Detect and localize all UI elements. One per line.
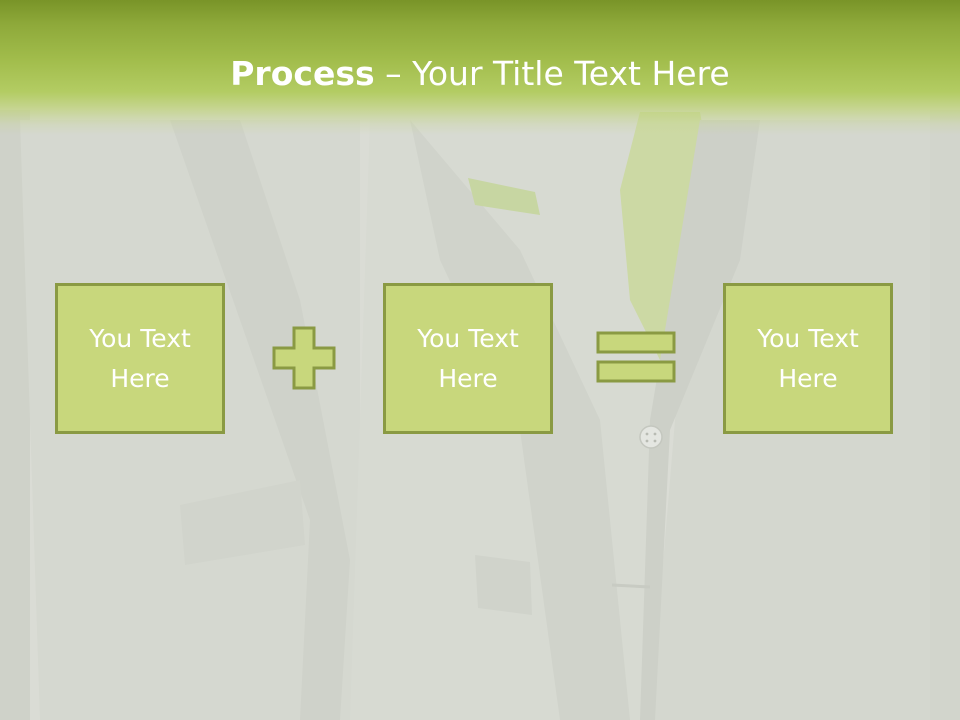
text-box-1-label: You Text Here [89,323,191,393]
title-bar: Process – Your Title Text Here [0,0,960,135]
title-rest: – Your Title Text Here [374,54,730,93]
equals-icon [596,331,676,383]
text-box-2[interactable]: You Text Here [383,283,553,434]
text-box-2-label: You Text Here [417,323,519,393]
text-box-3[interactable]: You Text Here [723,283,893,434]
slide-title[interactable]: Process – Your Title Text Here [0,54,960,94]
text-box-1[interactable]: You Text Here [55,283,225,434]
plus-icon [272,326,336,390]
text-box-3-label: You Text Here [757,323,859,393]
title-bold: Process [230,54,375,93]
